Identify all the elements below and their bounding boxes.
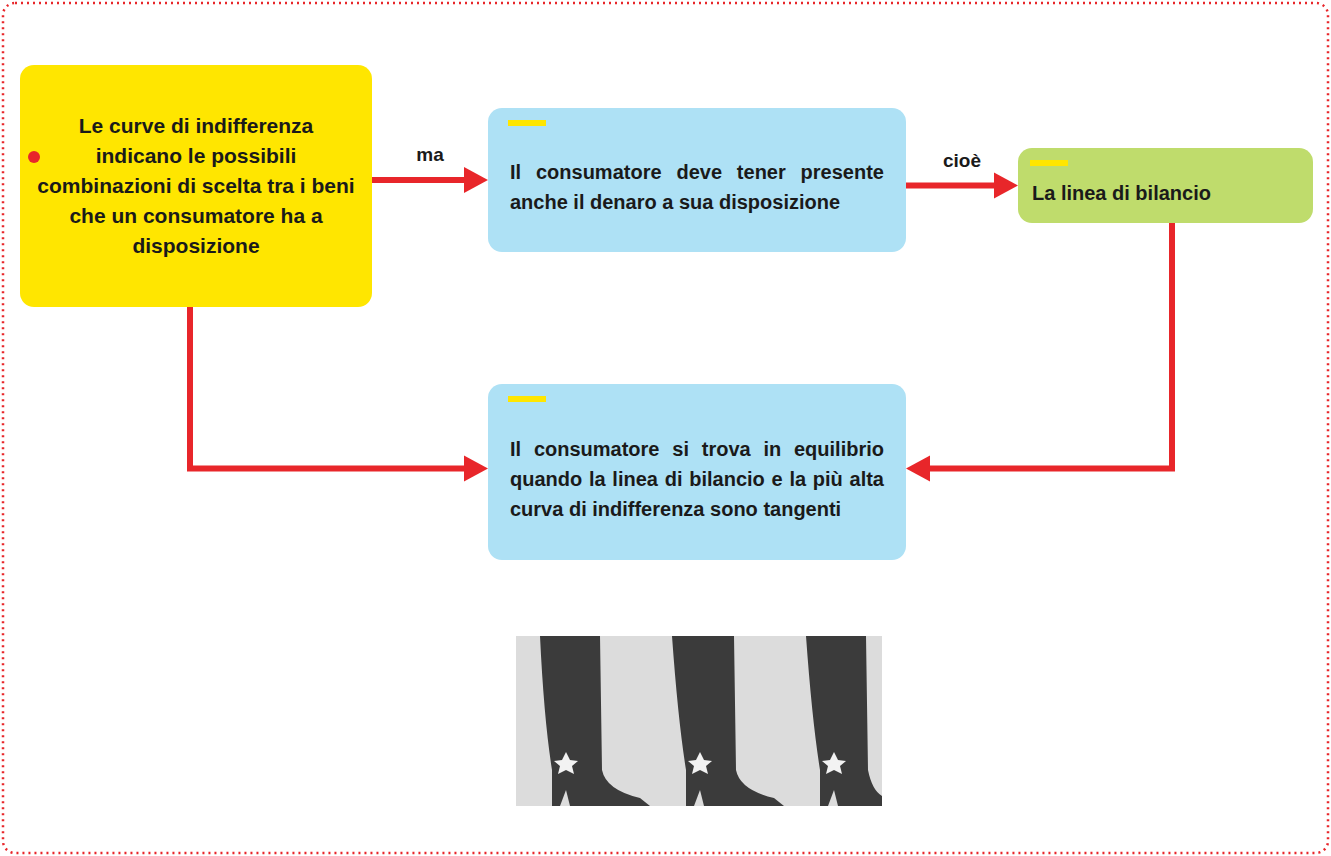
node-text: La linea di bilancio xyxy=(1032,179,1299,207)
node-text: Il consumatore deve tener presente anche… xyxy=(510,157,884,217)
boot-shape xyxy=(672,636,784,806)
arrow-head xyxy=(994,173,1018,199)
star-mark xyxy=(554,752,578,774)
bullet-dot xyxy=(28,151,40,163)
connector-line xyxy=(906,183,996,189)
boot-shape xyxy=(540,636,650,806)
connector-line xyxy=(372,177,466,183)
arrow-connector xyxy=(190,307,488,481)
connector-label: ma xyxy=(413,144,446,166)
accent-bar xyxy=(508,120,546,126)
arrow-connector xyxy=(906,173,1018,199)
connector-label: cioè xyxy=(940,150,984,172)
node-text: Le curve di indifferenza indicano le pos… xyxy=(34,111,358,261)
boots-photo xyxy=(516,636,882,806)
dotted-frame xyxy=(3,3,1328,853)
concept-box-blue: Il consumatore deve tener presente anche… xyxy=(488,108,906,252)
boot-shape xyxy=(806,636,882,806)
node-text: Il consumatore si trova in equilibrio qu… xyxy=(510,434,884,524)
arrow-head xyxy=(464,167,488,193)
arrow-head xyxy=(464,455,488,481)
connector-line xyxy=(928,223,1172,468)
photo-ground xyxy=(516,636,882,806)
concept-box-blue: Il consumatore si trova in equilibrio qu… xyxy=(488,384,906,560)
accent-bar xyxy=(1030,160,1068,166)
arrow-head xyxy=(906,455,930,481)
arrow-connector xyxy=(372,167,488,193)
star-mark xyxy=(688,752,712,774)
star-mark xyxy=(822,752,846,774)
concept-box-yellow: Le curve di indifferenza indicano le pos… xyxy=(20,65,372,307)
concept-box-green: La linea di bilancio xyxy=(1018,148,1313,223)
connector-line xyxy=(190,307,466,468)
arrow-connector xyxy=(906,223,1172,481)
accent-bar xyxy=(508,396,546,402)
